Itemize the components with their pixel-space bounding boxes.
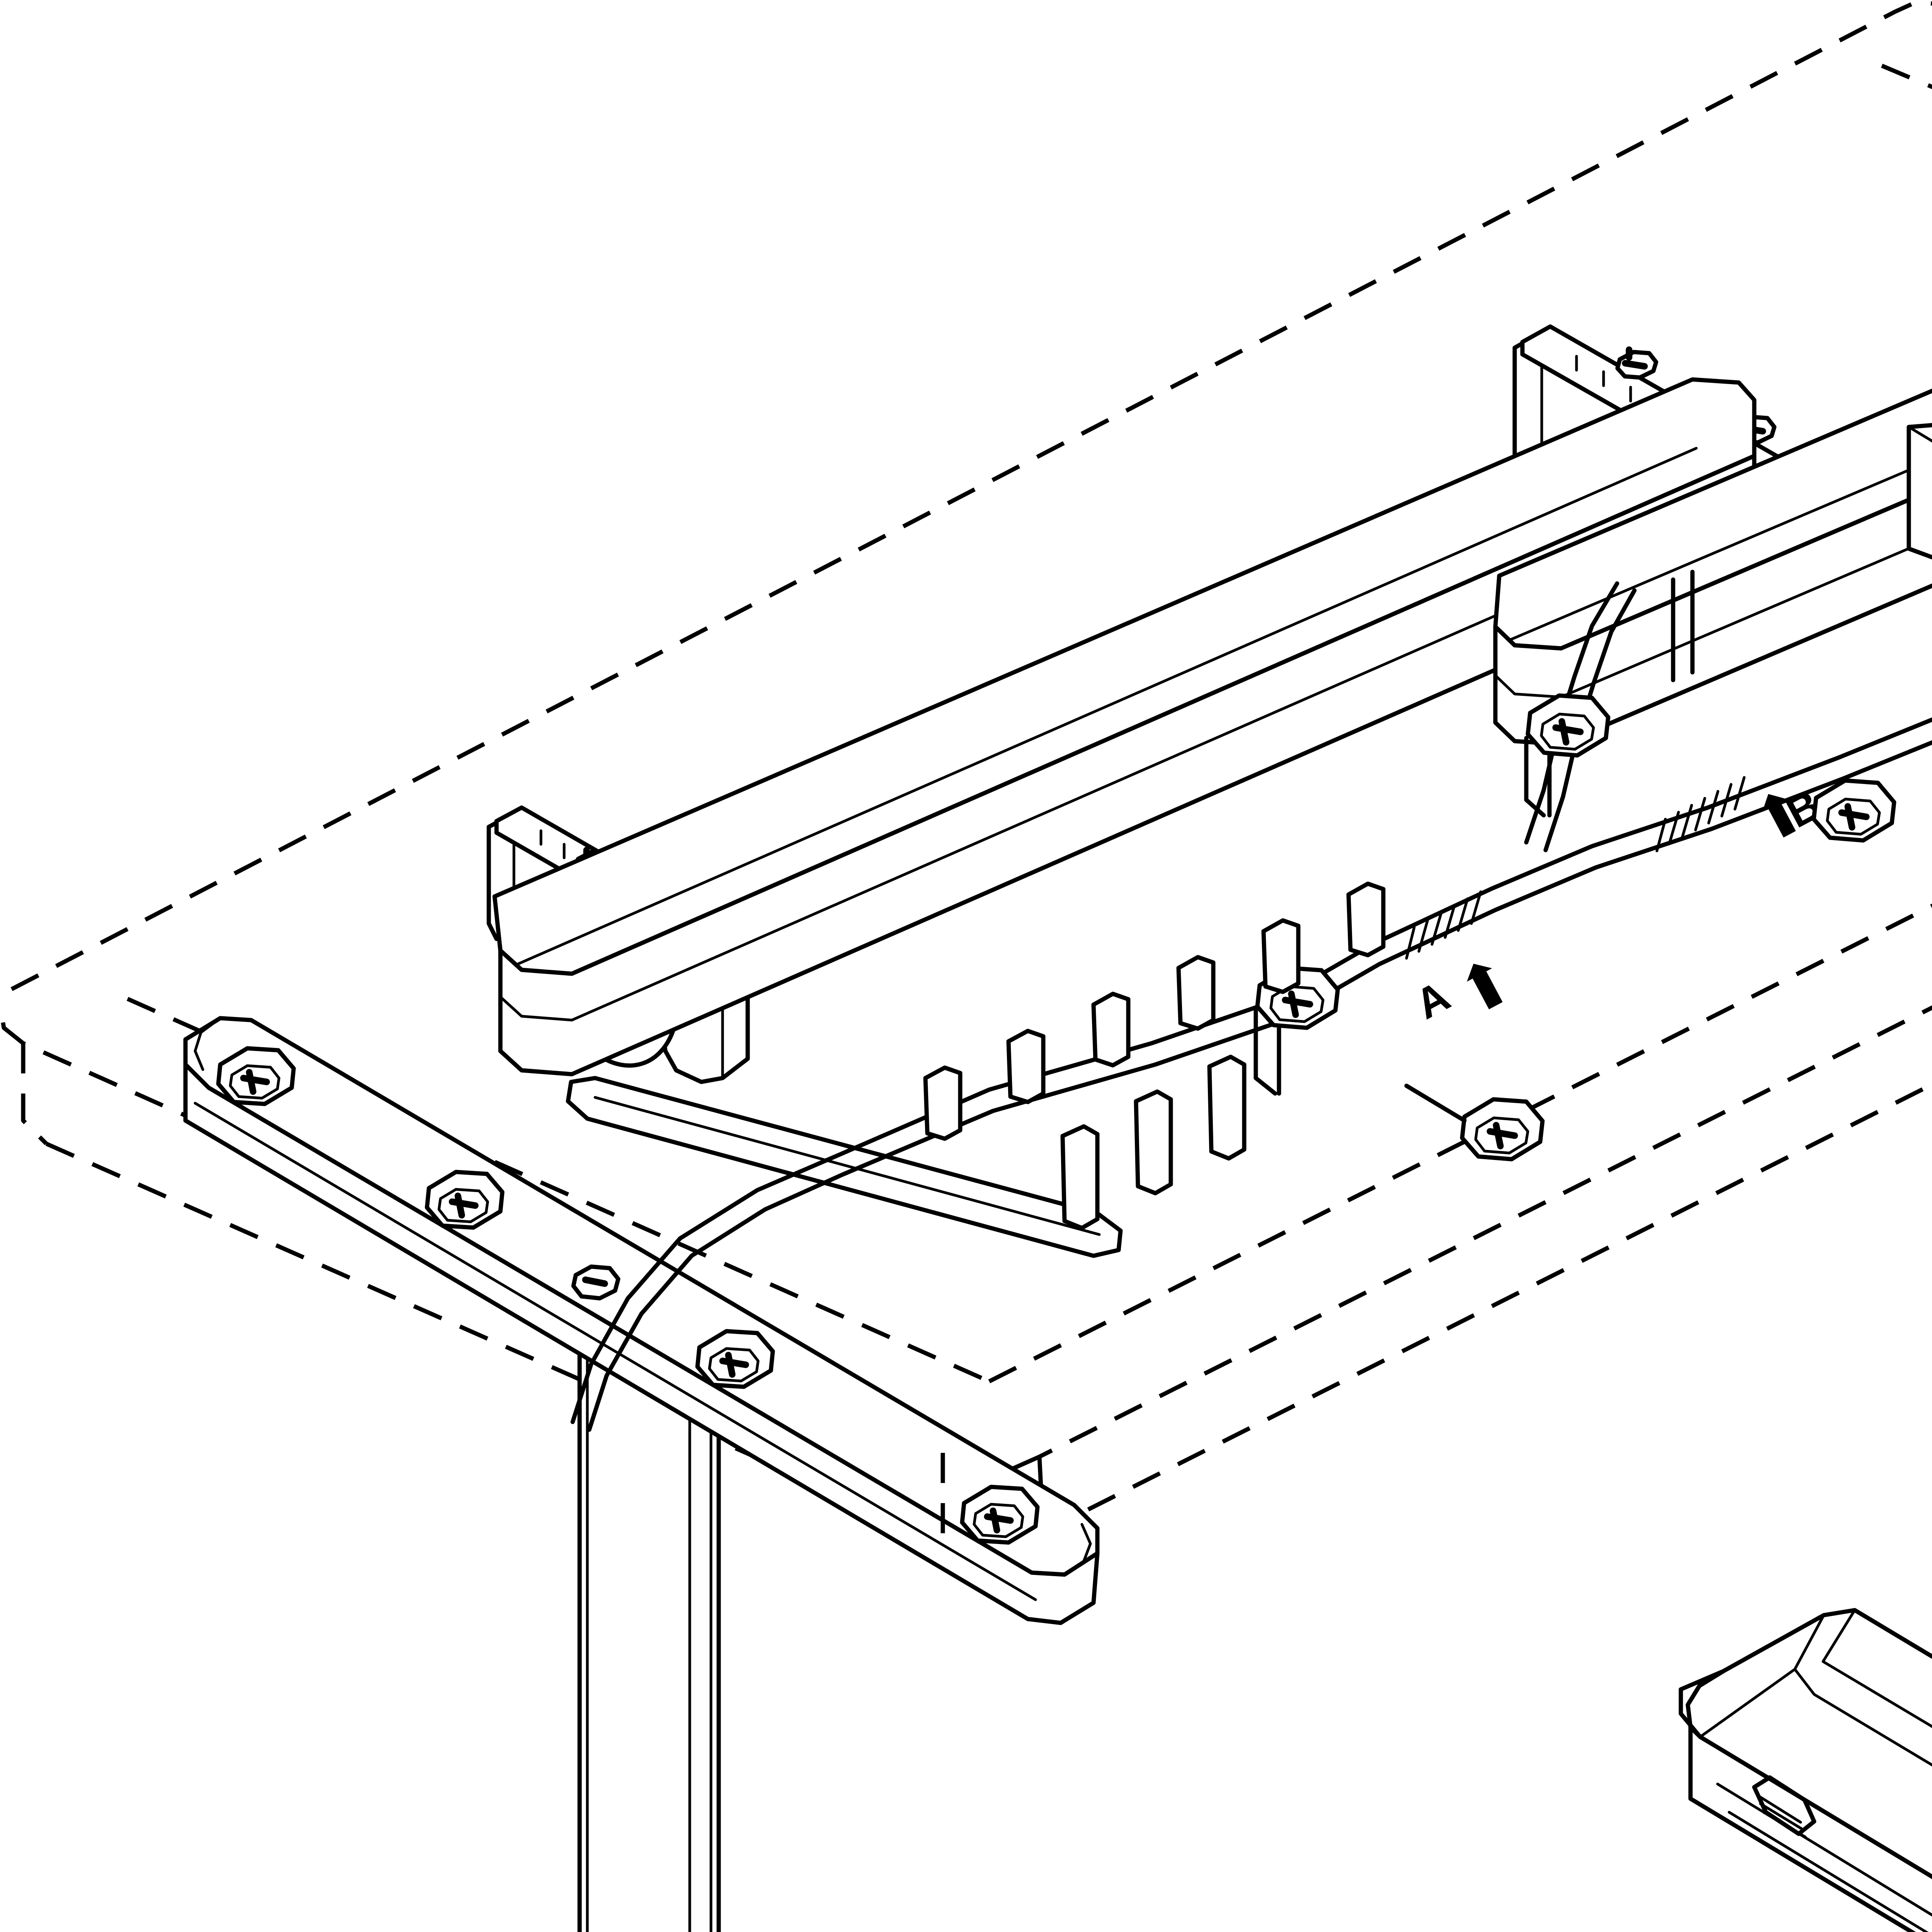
cable-clamp [1524, 693, 1611, 818]
rail-bolt-pad [695, 1329, 775, 1389]
cable-clip-fingers [923, 881, 1386, 1141]
cable-clamp [1404, 1083, 1545, 1162]
right-foot [1679, 1608, 1932, 1932]
desktop-front-lip [21, 1043, 945, 1540]
rail-bolt-pad [960, 1485, 1040, 1545]
beam-label-a-arrow-icon [1467, 964, 1503, 1010]
left-side-rail [183, 1016, 1100, 1625]
control-box [1906, 423, 1932, 560]
rail-bolt-pad [216, 1046, 296, 1106]
cable-coil [1655, 776, 1746, 852]
cable-clamp [1811, 778, 1896, 843]
rail-nut [571, 1264, 621, 1301]
cable-coil [1405, 890, 1482, 960]
cable-clip-fingers [1060, 1054, 1247, 1230]
bracket-screw [1615, 346, 1658, 380]
cable-harness [570, 581, 1932, 1432]
rail-bolt-pad [425, 1170, 505, 1230]
